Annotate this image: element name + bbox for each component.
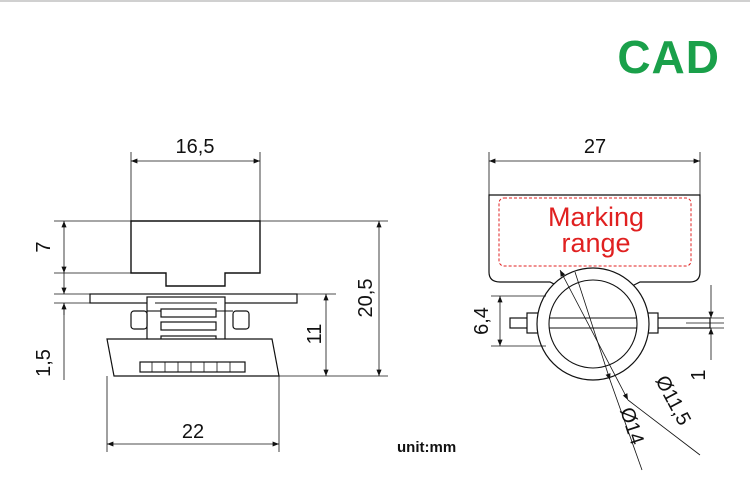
dim-front-body-height: 11 (304, 324, 326, 345)
dim-front-flange: 1,5 (33, 349, 55, 377)
marking-range-box (498, 197, 692, 267)
marking-label-line2: range (561, 228, 630, 258)
dim-side-total-width: 27 (584, 136, 606, 158)
dim-side-right-small: 1 (688, 369, 710, 380)
front-right-tab (232, 310, 250, 330)
front-view: 16,5 7 1,5 11 20,5 22 (33, 136, 388, 452)
dim-front-width-top: 16,5 (176, 136, 215, 158)
dim-side-wire-height: 6,4 (471, 307, 493, 335)
cad-title: CAD (617, 31, 720, 83)
side-outer-circle (536, 267, 650, 381)
dim-front-base-width: 22 (182, 421, 204, 443)
front-left-tab (130, 310, 148, 330)
front-cap-outline (130, 220, 261, 287)
top-border-line (0, 0, 750, 2)
side-view: Marking range Ø11,5 Ø14 27 6,4 (471, 136, 724, 471)
marking-label-line1: Marking (548, 202, 644, 232)
dim-front-total-height: 20,5 (355, 279, 377, 318)
unit-label: unit:mm (397, 439, 457, 456)
dim-front-cap-height: 7 (33, 241, 55, 252)
